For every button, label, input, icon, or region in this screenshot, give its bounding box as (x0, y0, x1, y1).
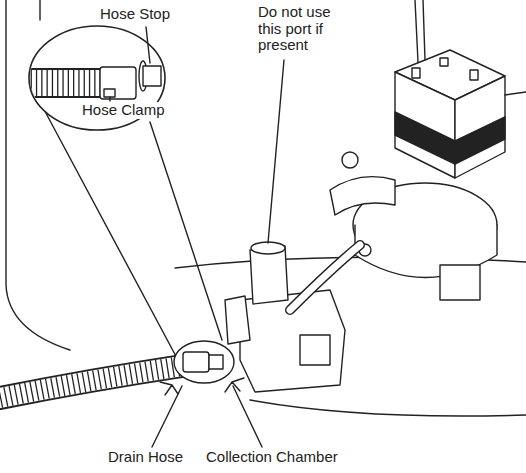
drain-hose (0, 366, 182, 398)
leader-line (152, 386, 182, 447)
wire (505, 92, 526, 95)
hose-stop (209, 355, 223, 369)
part-label: Drain Hose (106, 449, 185, 466)
detail-circle (174, 341, 234, 383)
cabinet-edge (39, 0, 40, 20)
magnifier-line (40, 102, 178, 360)
pump-motor (395, 50, 505, 178)
wire (415, 0, 418, 62)
leader-line (146, 27, 150, 63)
collection-chamber (225, 242, 360, 392)
wire (423, 0, 425, 60)
base-edge (250, 400, 526, 416)
hose-end (183, 352, 209, 372)
inset-detail (20, 61, 161, 99)
leader-line (268, 60, 284, 243)
part-label: Collection Chamber (204, 449, 340, 466)
leader-line (233, 386, 262, 447)
part-label: Hose Clamp (80, 102, 167, 119)
part-label: Hose Stop (98, 6, 172, 23)
part-label: Do not use this port if present (256, 4, 356, 54)
clip (160, 382, 178, 395)
leader-line (109, 97, 110, 101)
pump-housing (330, 152, 497, 300)
magnifier-line (150, 122, 222, 340)
